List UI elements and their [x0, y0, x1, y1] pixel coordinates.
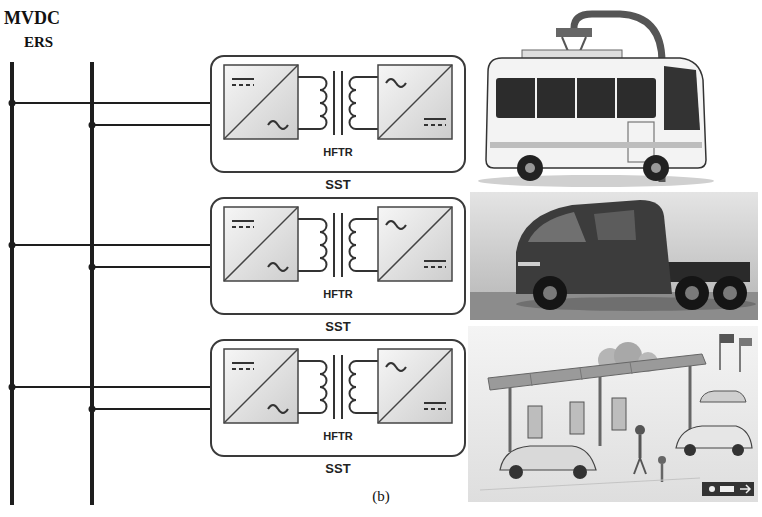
charging-station-picture: [468, 326, 758, 502]
electric-bus-picture: [615, 78, 617, 118]
block-name: SST: [325, 319, 350, 335]
electric-truck-picture: [543, 286, 557, 300]
electric-truck-picture: [713, 276, 747, 310]
junction-dots: [9, 100, 96, 413]
electric-truck-picture: [675, 276, 709, 310]
charging-station-picture: [732, 444, 744, 456]
caption-anchor: (b): [0, 487, 762, 505]
label-anchor: MVDC: [4, 8, 60, 29]
charging-station-picture: [702, 482, 754, 496]
electric-truck-picture: [685, 286, 699, 300]
transformer-label: HFTR: [323, 288, 352, 301]
electric-bus-picture: [525, 163, 535, 173]
charging-station-picture: [509, 388, 512, 452]
charging-station-picture: [488, 354, 706, 390]
feeder-wires: [12, 244, 210, 246]
junction-dots: [89, 122, 96, 129]
bus-label: MVDC: [4, 8, 60, 29]
label-anchor: ERS: [24, 34, 53, 51]
charging-station-picture: [480, 478, 700, 490]
sst-block: HFTRSST: [210, 339, 466, 457]
charging-station-picture: [740, 485, 750, 493]
electric-truck-picture: [594, 210, 636, 240]
charging-station-picture: [740, 338, 752, 346]
feeder-wires: [12, 386, 210, 388]
electric-bus-picture: [478, 14, 714, 187]
electric-truck-picture: [533, 276, 567, 310]
electric-bus-picture: [556, 28, 592, 37]
charging-station-picture: [570, 402, 584, 434]
charging-station-picture: [661, 464, 664, 482]
charging-station-picture: [634, 458, 640, 474]
charging-station-picture: [573, 465, 587, 479]
electric-bus-picture: [664, 66, 700, 130]
charging-station-picture: [720, 486, 734, 492]
charging-station-picture: [639, 435, 642, 458]
block-name: SST: [325, 461, 350, 477]
charging-station-picture: [658, 456, 666, 464]
electric-bus-picture: [575, 78, 577, 118]
transformer-label: HFTR: [323, 146, 352, 159]
feeder-wires: [12, 102, 210, 104]
block-name: SST: [325, 177, 350, 193]
charging-station-picture: [709, 486, 715, 492]
feeder-wires: [92, 124, 210, 126]
charging-station-picture: [509, 465, 523, 479]
charging-station-picture: [612, 398, 626, 430]
sst-block: HFTRSST: [210, 197, 466, 315]
feeder-wires: [12, 103, 210, 409]
junction-dots: [89, 406, 96, 413]
feeder-wires: [92, 266, 210, 268]
figure-caption: (b): [372, 488, 390, 505]
electric-bus-picture: [490, 142, 702, 148]
charging-station-picture: [700, 391, 746, 402]
electric-bus-picture: [535, 78, 537, 118]
charging-station-picture: [468, 326, 758, 502]
electric-truck-picture: [528, 212, 586, 242]
bus-label: ERS: [24, 34, 53, 51]
charging-station-picture: [720, 334, 734, 343]
electric-bus-picture: [643, 155, 669, 181]
charging-station-picture: [689, 366, 692, 438]
junction-dots: [9, 384, 16, 391]
electric-truck-picture: [470, 192, 758, 320]
electric-truck-picture: [723, 286, 737, 300]
sst-internals: [224, 207, 452, 281]
sst-block: HFTRSST: [210, 55, 466, 173]
sst-internals: [224, 349, 452, 423]
charging-station-picture: [580, 368, 582, 380]
sst-internals: [224, 65, 452, 139]
charging-station-picture: [635, 425, 645, 435]
charging-station-picture: [530, 373, 532, 386]
charging-station-picture: [684, 444, 696, 456]
feeder-wires: [92, 408, 210, 410]
dc-bus-bars: [10, 62, 14, 505]
junction-dots: [89, 264, 96, 271]
charging-station-picture: [599, 377, 602, 446]
junction-dots: [9, 242, 16, 249]
charging-station-picture: [528, 406, 542, 438]
charging-station-picture: [630, 362, 632, 374]
electric-bus-picture: [486, 58, 706, 168]
junction-dots: [9, 100, 16, 107]
electric-bus-picture: [496, 78, 656, 118]
electric-bus-picture: [478, 175, 714, 187]
dc-bus-bars: [12, 62, 92, 505]
electric-bus-picture: [651, 163, 661, 173]
transformer-label: HFTR: [323, 430, 352, 443]
electric-truck-picture: [470, 192, 758, 320]
charging-station-picture: [640, 458, 646, 474]
electric-truck-picture: [518, 262, 540, 266]
electric-bus-picture: [517, 155, 543, 181]
